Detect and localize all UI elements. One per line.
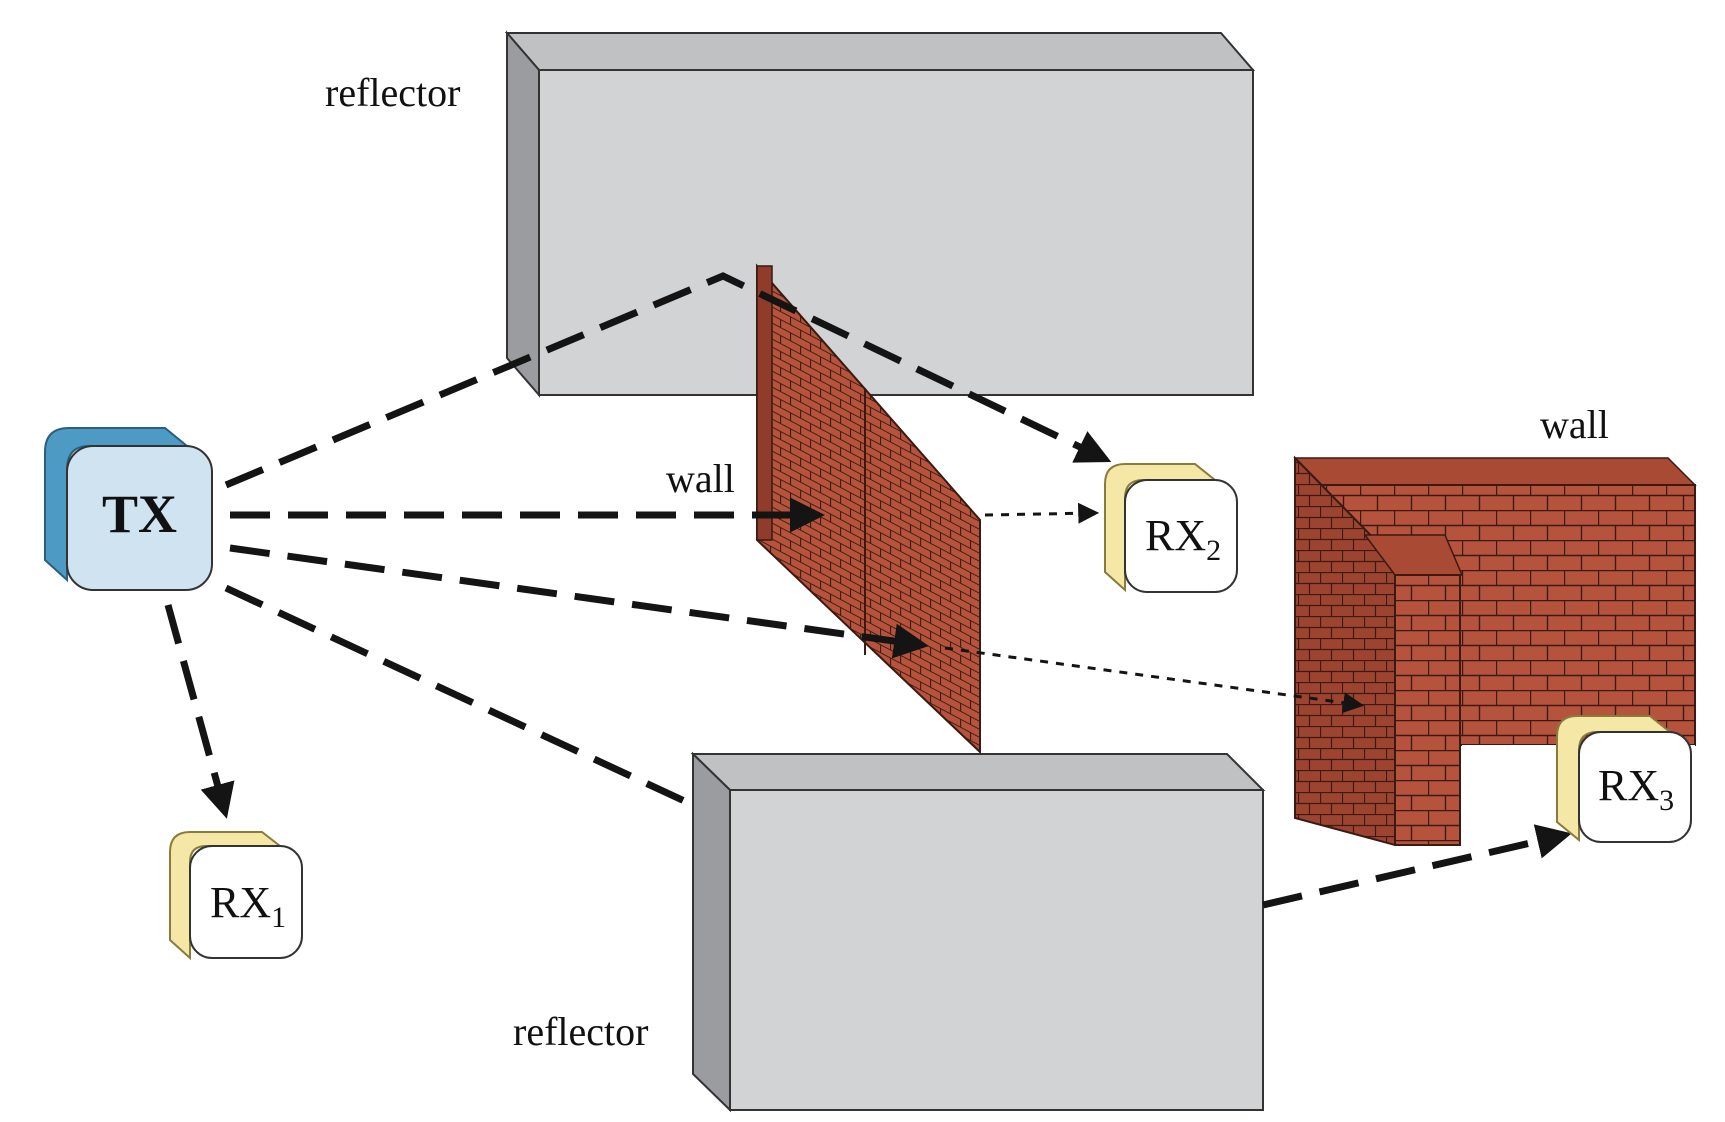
transmitter-box-icon bbox=[44, 427, 213, 591]
path-diffract bbox=[229, 544, 929, 659]
reflector-top-label: reflector bbox=[325, 70, 460, 115]
reflector-top bbox=[504, 30, 1256, 398]
rx3-label: RX3 bbox=[1598, 761, 1674, 817]
receiver-box-icon bbox=[1578, 731, 1692, 843]
receiver-rx1 bbox=[169, 831, 303, 961]
path-reflect-top bbox=[224, 272, 1112, 489]
path-reflect-bottom bbox=[1262, 824, 1572, 909]
path-through-wall-attenuated bbox=[984, 502, 1100, 524]
brick-wall-right-pillar-front bbox=[1394, 574, 1461, 846]
receiver-box-icon bbox=[1124, 479, 1238, 593]
path-to-bottom-reflector bbox=[224, 584, 695, 809]
receiver-rx2 bbox=[1104, 463, 1238, 593]
rx1-label: RX1 bbox=[210, 878, 286, 934]
rx2-label: RX2 bbox=[1145, 511, 1221, 567]
reflector-bottom bbox=[690, 751, 1266, 1113]
reflector-bottom-label: reflector bbox=[513, 1009, 648, 1054]
reflector-bottom-side-face bbox=[692, 751, 731, 1113]
reflector-bottom-front-face bbox=[729, 789, 1264, 1111]
brick-wall-right-pillar-top bbox=[1363, 534, 1464, 576]
wall-middle-label: wall bbox=[666, 456, 735, 501]
brick-wall-middle-edge bbox=[756, 265, 773, 541]
tx-front bbox=[66, 445, 213, 591]
signal-paths bbox=[164, 272, 1572, 909]
reflector-top-side-face bbox=[506, 30, 540, 398]
receiver-box-icon bbox=[189, 845, 303, 959]
path-diffract-attenuated bbox=[944, 646, 1365, 714]
reflector-top-top-face bbox=[504, 32, 1256, 71]
reflector-top-front-face bbox=[538, 69, 1254, 396]
tx-label: TX bbox=[102, 484, 177, 544]
wall-right-label: wall bbox=[1540, 402, 1609, 447]
receiver-rx3 bbox=[1556, 715, 1692, 843]
brick-wall-right-top bbox=[1293, 457, 1697, 486]
reflector-bottom-top-face bbox=[690, 753, 1266, 791]
path-direct-rx1 bbox=[164, 604, 235, 819]
